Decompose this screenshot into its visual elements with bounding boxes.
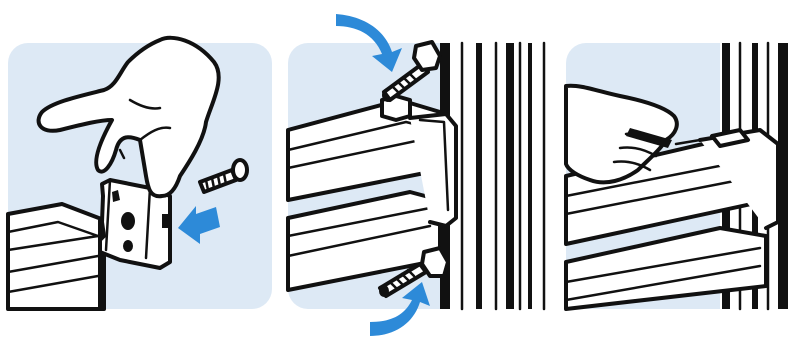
- panel-step-2: [288, 14, 552, 336]
- extrusion-profile-icon: [8, 204, 106, 309]
- panel-step-1: [8, 38, 272, 309]
- panel-step-3: [566, 43, 800, 309]
